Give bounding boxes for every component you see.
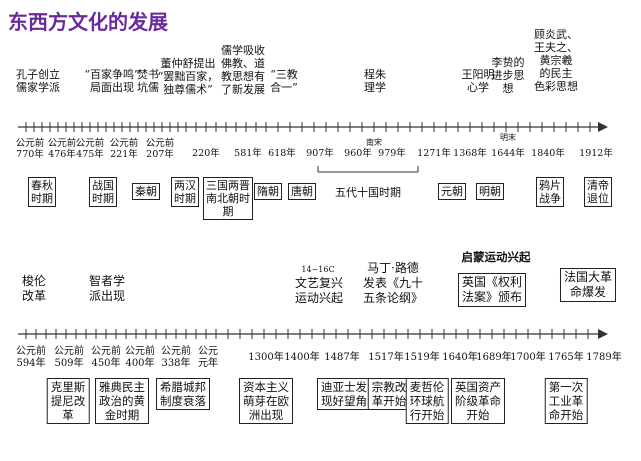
dynasty-qin: 秦朝 <box>132 183 160 200</box>
event-renaissance: 文艺复兴 运动兴起 <box>294 276 344 305</box>
date-207bc: 公元前 207年 <box>145 138 175 160</box>
event-magellan-voyage: 麦哲伦 环球航 行开始 <box>405 378 449 424</box>
date-220: 220年 <box>192 148 220 159</box>
event-sophists: 智者学 派出现 <box>88 274 126 303</box>
date-1789: 1789年 <box>586 352 622 363</box>
row2-axis-arrow <box>598 329 608 339</box>
dynasty-warring-states: 战国 时期 <box>89 177 117 207</box>
date-1644: 1644年 <box>491 148 525 159</box>
dynasty-three-kingdoms: 三国两晋 南北朝时 期 <box>203 177 253 220</box>
event-three-teachings: “三教 合一” <box>270 68 298 94</box>
event-french-revolution: 法国大革 命爆发 <box>559 268 617 302</box>
dynasty-ming: 明朝 <box>476 183 504 200</box>
event-cheng-zhu: 程朱 理学 <box>364 68 386 94</box>
date-581: 581年 <box>234 148 262 159</box>
event-industrial-revolution: 第一次 工业革 命开始 <box>544 378 588 424</box>
event-confucianism-buddhism: 儒学吸收 佛教、道 教思想有 了新发展 <box>221 44 265 96</box>
event-qing-abdication: 清帝 退位 <box>584 177 612 207</box>
date-450bc: 公元前 450年 <box>91 346 121 369</box>
row1-axis-arrow <box>598 122 608 132</box>
event-gu-yanwu: 顾炎武、 王夫之、 黄宗羲 的民主 色彩思想 <box>534 28 578 93</box>
event-bill-of-rights: 英国《权利 法案》颁布 <box>457 273 527 307</box>
date-1368: 1368年 <box>453 148 487 159</box>
label-nan-song: 南宋 <box>366 138 382 147</box>
event-dong-zhongshu: 董仲舒提出 “罢黜百家， 独尊儒术” <box>157 57 219 96</box>
date-1912: 1912年 <box>579 148 613 159</box>
page-title: 东西方文化的发展 <box>8 10 168 34</box>
event-dias-cape: 迪亚士发 现好望角 <box>317 378 371 410</box>
event-hundred-schools: “百家争鸣” 局面出现 <box>84 68 140 94</box>
event-greek-city-decline: 希腊城邦 制度衰落 <box>156 378 210 410</box>
banner-enlightenment: 启蒙运动兴起 <box>461 250 531 264</box>
dynasty-tang: 唐朝 <box>288 183 316 200</box>
date-1400: 1400年 <box>284 352 320 363</box>
date-979: 979年 <box>378 148 406 159</box>
date-1487: 1487年 <box>324 352 360 363</box>
date-618: 618年 <box>268 148 296 159</box>
date-400bc: 公元前 400年 <box>125 346 155 369</box>
date-594bc: 公元前 594年 <box>16 346 46 369</box>
date-1300: 1300年 <box>248 352 284 363</box>
event-wang-yangming: 王阳明 心学 <box>461 68 495 94</box>
label-renaissance-period: 14~16C <box>301 265 335 274</box>
date-475bc: 公元前 475年 <box>75 138 105 160</box>
date-338bc: 公元前 338年 <box>161 346 191 369</box>
date-907: 907年 <box>306 148 334 159</box>
date-960: 960年 <box>344 148 372 159</box>
event-burning-books: 焚书 坑儒 <box>137 68 159 94</box>
row1-ticks <box>25 122 591 132</box>
row2-ticks <box>25 329 589 339</box>
dynasty-sui: 隋朝 <box>254 183 282 200</box>
dynasty-yuan: 元朝 <box>438 183 466 200</box>
date-1640: 1640年 <box>442 352 478 363</box>
date-1519: 1519年 <box>404 352 440 363</box>
event-capitalism-sprout: 资本主义 萌芽在欧 洲出现 <box>239 378 293 424</box>
event-confucius: 孔子创立 儒家学派 <box>16 68 60 94</box>
label-ming-mo: 明末 <box>500 133 516 142</box>
event-martin-luther: 马丁·路德 发表《九十 五条论纲》 <box>362 261 424 305</box>
dynasty-han: 两汉 时期 <box>171 177 199 207</box>
event-li-zhi: 李贽的 进步思 想 <box>491 56 525 95</box>
date-221bc: 公元前 221年 <box>109 138 139 160</box>
event-reformation: 宗教改 革开始 <box>367 378 411 410</box>
date-770bc: 公元前 770年 <box>15 138 45 160</box>
date-476bc: 公元前 476年 <box>47 138 77 160</box>
event-solon-reform: 梭伦 改革 <box>21 274 47 303</box>
event-athens-golden-age: 雅典民主 政治的黄 金时期 <box>95 378 149 424</box>
date-509bc: 公元前 509年 <box>54 346 84 369</box>
event-english-revolution: 英国资产 阶级革命 开始 <box>451 378 505 424</box>
five-dynasties-label: 五代十国时期 <box>335 186 401 199</box>
date-1689: 1689年 <box>476 352 512 363</box>
date-1700: 1700年 <box>510 352 546 363</box>
date-1517: 1517年 <box>368 352 404 363</box>
date-year-1: 公元 元年 <box>198 346 218 369</box>
dynasty-spring-autumn: 春秋 时期 <box>28 177 56 207</box>
event-opium-war: 鸦片 战争 <box>536 177 564 207</box>
date-1271: 1271年 <box>417 148 451 159</box>
event-cleisthenes-reform: 克里斯 提尼改 革 <box>46 378 90 424</box>
date-1765: 1765年 <box>548 352 584 363</box>
date-1840: 1840年 <box>531 148 565 159</box>
